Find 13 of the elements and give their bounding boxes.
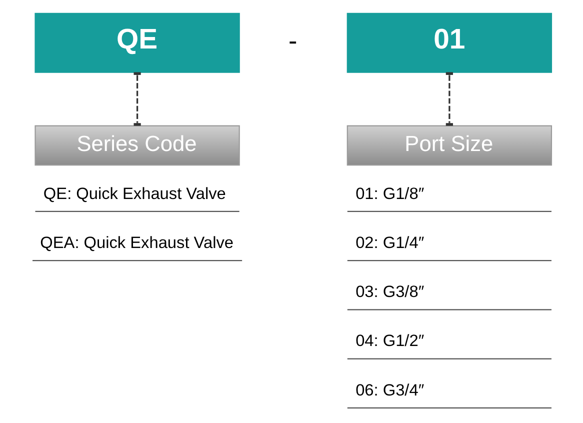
node-box: Series Code [34, 124, 240, 166]
label: - [288, 25, 297, 56]
label: 06: G3/4″ [355, 380, 424, 399]
label: QE: Quick Exhaust Valve [42, 184, 226, 202]
label: 01: G1/8″ [355, 184, 424, 202]
node-box: 01 [346, 12, 552, 72]
connector [445, 72, 452, 126]
node-box: QE [34, 12, 240, 72]
label: 02: G1/4″ [355, 234, 424, 252]
label: 04: G1/2″ [355, 332, 424, 350]
label: QEA: Quick Exhaust Valve [40, 234, 234, 252]
node-box: Port Size [346, 124, 552, 166]
label: 03: G3/8″ [355, 282, 424, 301]
